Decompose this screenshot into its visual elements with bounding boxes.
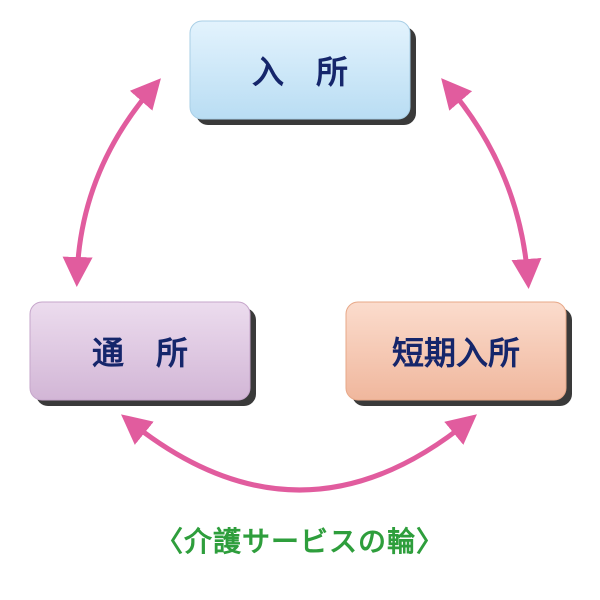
node-tanki-nyusho: 短期入所: [345, 301, 572, 406]
node-nyusho-box: [189, 20, 411, 120]
arrow-left-right: [121, 414, 477, 493]
node-nyusho: 入 所: [189, 20, 416, 125]
arrow-top-right: [441, 78, 542, 289]
node-tanki-nyusho-box: [345, 301, 567, 401]
node-nyusho-label: 入 所: [252, 53, 348, 91]
node-tsusho-box: [29, 301, 251, 401]
node-tsusho-label: 通 所: [92, 334, 188, 372]
node-tsusho: 通 所: [29, 301, 256, 406]
arrow-top-left: [62, 78, 161, 287]
node-tanki-nyusho-label: 短期入所: [392, 334, 520, 372]
diagram-caption: 〈介護サービスの輪〉: [154, 525, 445, 558]
